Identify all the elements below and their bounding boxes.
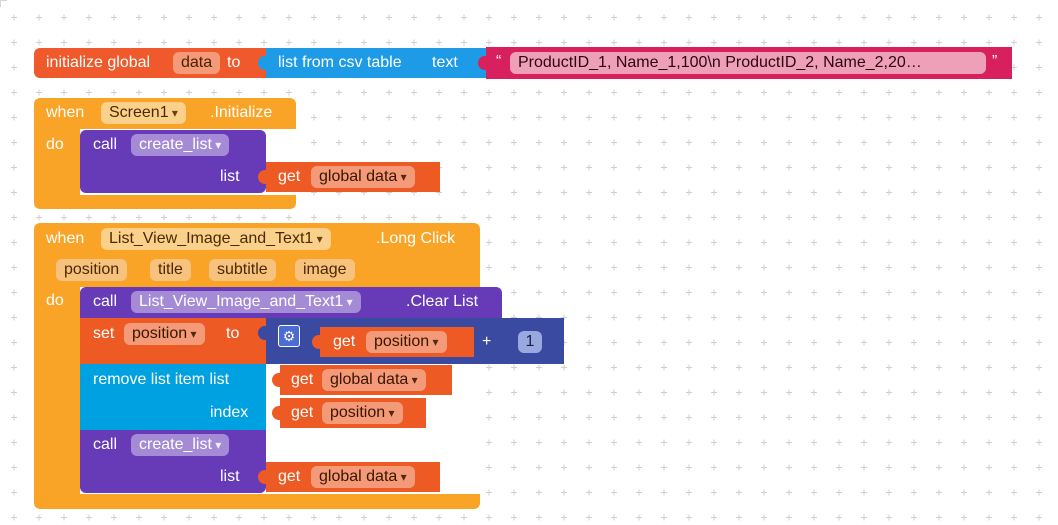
number-one[interactable]: 1 — [518, 331, 542, 353]
index-socket-notch — [272, 406, 280, 420]
list-arg-label-2: list — [220, 468, 240, 485]
procedure-dropdown-2[interactable]: create_list — [131, 434, 230, 456]
get-label-5: get — [278, 468, 301, 485]
plus-operator: + — [482, 333, 492, 350]
remove-list-item-block[interactable] — [80, 364, 266, 430]
do-label-2: do — [46, 292, 64, 309]
global-data-dropdown-2[interactable]: global data — [322, 369, 426, 391]
list-from-csv-table-block[interactable] — [266, 48, 488, 78]
call-label-2: call — [93, 293, 118, 310]
csv-text-arg-label: text — [432, 54, 458, 71]
list-socket-notch-2 — [272, 373, 280, 387]
text-socket-notch — [478, 56, 486, 70]
list-socket-notch — [258, 56, 266, 70]
get-label-2: get — [333, 333, 356, 350]
get-position-dropdown[interactable]: position — [366, 331, 447, 353]
set-var-dropdown[interactable]: position — [124, 323, 205, 345]
get-socket-notch — [258, 170, 266, 184]
listview-component-dropdown[interactable]: List_View_Image_and_Text1 — [101, 228, 331, 250]
when-label-2: when — [46, 230, 85, 247]
position-dropdown-2[interactable]: position — [322, 402, 403, 424]
list-from-csv-label: list from csv table — [278, 54, 402, 71]
param-image[interactable]: image — [295, 259, 355, 281]
initialize-to-label: to — [227, 54, 241, 71]
get-label-4: get — [291, 404, 314, 421]
global-variable-name[interactable]: data — [173, 52, 221, 74]
set-to-label: to — [226, 325, 240, 342]
call-label: call — [93, 136, 118, 153]
global-data-dropdown[interactable]: global data — [311, 166, 415, 188]
long-click-event-label: .Long Click — [376, 230, 456, 247]
clear-list-method-label: .Clear List — [406, 293, 479, 310]
remove-list-item-label: remove list item list — [93, 371, 230, 388]
param-title[interactable]: title — [150, 259, 191, 281]
get-label-3: get — [291, 371, 314, 388]
initialize-global-label: initialize global — [46, 54, 151, 71]
get-position-notch — [312, 335, 320, 349]
when-label: when — [46, 104, 85, 121]
screen1-component-dropdown[interactable]: Screen1 — [101, 102, 186, 124]
call-label-3: call — [93, 436, 118, 453]
csv-text-value[interactable]: ProductID_1, Name_1,100\n ProductID_2, N… — [510, 52, 986, 74]
get-label: get — [278, 168, 301, 185]
initialize-global-block[interactable] — [34, 48, 270, 78]
math-socket-notch — [258, 326, 266, 340]
open-quote: “ — [496, 53, 502, 70]
list-socket-notch-3 — [258, 470, 266, 484]
gear-icon[interactable]: ⚙ — [278, 325, 300, 347]
do-label: do — [46, 136, 64, 153]
global-data-dropdown-3[interactable]: global data — [311, 466, 415, 488]
param-subtitle[interactable]: subtitle — [209, 259, 276, 281]
initialize-event-label: .Initialize — [210, 104, 273, 121]
list-arg-label: list — [220, 168, 240, 185]
procedure-dropdown[interactable]: create_list — [131, 134, 230, 156]
index-label: index — [210, 404, 249, 421]
param-position[interactable]: position — [56, 259, 128, 281]
close-quote: ” — [992, 53, 998, 70]
set-label: set — [93, 325, 115, 342]
clear-list-component-dropdown[interactable]: List_View_Image_and_Text1 — [131, 291, 361, 313]
